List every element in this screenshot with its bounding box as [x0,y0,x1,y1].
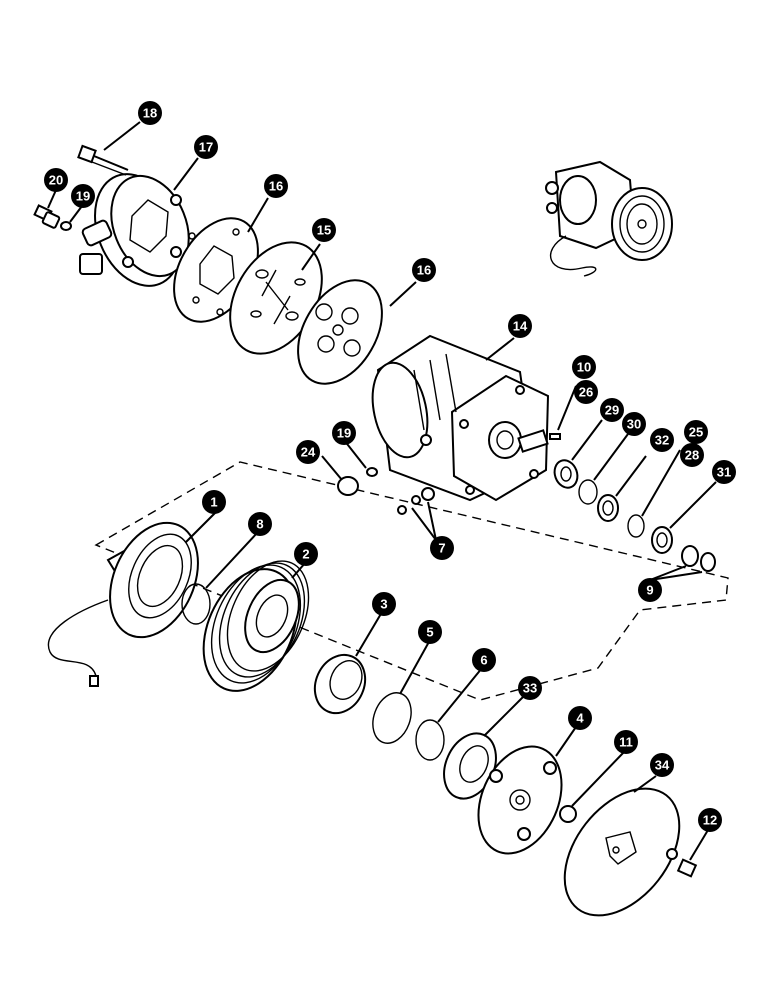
bolt-part [77,144,129,176]
felt-ring-part [651,526,673,554]
compressor-body-part [371,334,550,502]
svg-text:19: 19 [337,426,351,441]
assembled-compressor-inset [545,160,673,277]
callout-1: 1 [202,490,226,514]
callout-18: 18 [138,101,162,125]
callout-11: 11 [614,730,638,754]
seal-part [553,459,579,489]
callout-20: 20 [44,168,68,192]
clutch-plate-part [477,745,563,855]
callout-25: 25 [684,420,708,444]
callout-12: 12 [698,808,722,832]
callout-7: 7 [430,536,454,560]
svg-text:16: 16 [269,179,283,194]
svg-text:25: 25 [689,425,703,440]
callout-29: 29 [600,398,624,422]
svg-text:28: 28 [685,448,699,463]
snap-ring-part [578,479,598,505]
key-part [549,433,561,440]
snap-ring-part [627,514,645,538]
snap-ring-part [372,692,412,744]
callout-6: 6 [472,648,496,672]
svg-text:2: 2 [302,547,309,562]
pulley-part [202,560,310,692]
callout-8: 8 [248,512,272,536]
callout-30: 30 [622,412,646,436]
svg-text:7: 7 [438,541,445,556]
svg-text:3: 3 [380,597,387,612]
callout-33: 33 [518,676,542,700]
callout-2: 2 [294,542,318,566]
svg-text:4: 4 [576,711,584,726]
snap-ring-part [415,719,445,761]
svg-text:31: 31 [717,465,731,480]
front-cover-part [563,787,681,917]
svg-text:5: 5 [426,625,433,640]
callout-28: 28 [680,443,704,467]
callout-4: 4 [568,706,592,730]
callout-15: 15 [312,218,336,242]
seal-seat-part [597,494,619,522]
svg-text:34: 34 [655,758,670,773]
callout-19: 19 [71,184,95,208]
svg-text:32: 32 [655,433,669,448]
leader-lines [47,121,717,861]
shim-part [700,552,716,572]
svg-text:14: 14 [513,319,528,334]
plug-part [337,476,359,496]
svg-text:19: 19 [76,189,90,204]
o-ring-part [366,467,378,477]
svg-text:8: 8 [256,517,263,532]
callout-16: 16 [412,258,436,282]
shim-part [681,545,699,567]
service-valve-part [33,204,61,229]
callout-34: 34 [650,753,674,777]
callout-17: 17 [194,135,218,159]
callout-26: 26 [574,380,598,404]
snap-ring-part [181,583,211,625]
svg-text:18: 18 [143,106,157,121]
svg-text:9: 9 [646,583,653,598]
svg-text:11: 11 [619,735,633,750]
svg-text:20: 20 [49,173,63,188]
callout-14: 14 [508,314,532,338]
callout-10: 10 [572,355,596,379]
svg-text:10: 10 [577,360,591,375]
callout-5: 5 [418,620,442,644]
dashed-boundary [94,461,729,701]
svg-text:12: 12 [703,813,717,828]
rear-head-part [79,173,190,287]
callout-9: 9 [638,578,662,602]
callout-3: 3 [372,592,396,616]
svg-text:17: 17 [199,140,213,155]
svg-text:30: 30 [627,417,641,432]
bolt-washer-part [666,848,698,878]
svg-text:16: 16 [417,263,431,278]
svg-text:33: 33 [523,681,537,696]
screw-clip-part [397,487,435,515]
svg-text:15: 15 [317,223,331,238]
bearing-part [313,653,367,715]
callout-31: 31 [712,460,736,484]
callout-16: 16 [264,174,288,198]
callout-32: 32 [650,428,674,452]
svg-text:1: 1 [210,495,217,510]
callout-24: 24 [296,440,320,464]
o-ring-part [60,221,72,231]
clutch-coil-part [47,521,199,687]
gasket-part [297,279,383,385]
svg-text:26: 26 [579,385,593,400]
nut-part [559,805,577,823]
svg-text:29: 29 [605,403,619,418]
svg-text:6: 6 [480,653,487,668]
svg-text:24: 24 [301,445,316,460]
callout-19: 19 [332,421,356,445]
